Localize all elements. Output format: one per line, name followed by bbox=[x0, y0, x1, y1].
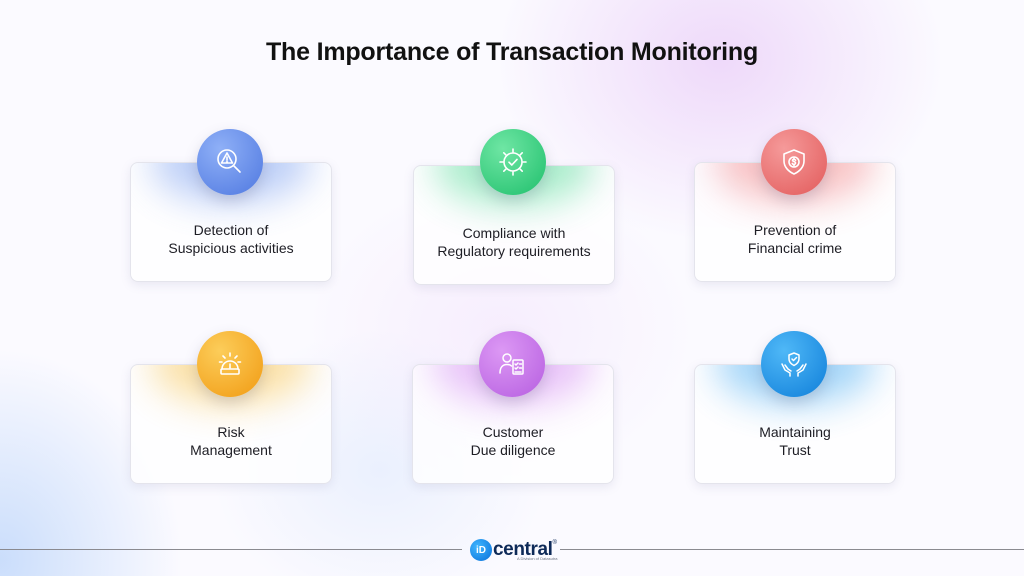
logo-subtitle: A Division of Datasutra bbox=[517, 556, 558, 561]
warning-magnifier-icon bbox=[197, 129, 263, 195]
card-title-line2: Suspicious activities bbox=[168, 240, 294, 256]
card-trust: Maintaining Trust bbox=[694, 364, 896, 484]
hands-shield-icon bbox=[761, 331, 827, 397]
card-title-line1: Customer bbox=[482, 424, 544, 440]
card-title-line2: Trust bbox=[779, 442, 811, 458]
card-title-line2: Financial crime bbox=[747, 240, 843, 256]
page-title: The Importance of Transaction Monitoring bbox=[265, 38, 759, 66]
gear-check-icon bbox=[480, 129, 546, 195]
idcentral-logo: iD central ® bbox=[470, 536, 557, 564]
risk-alert-icon bbox=[197, 331, 263, 397]
card-title-line2: Management bbox=[190, 442, 272, 458]
card-title-line1: Compliance with bbox=[462, 225, 566, 241]
logo-mark: iD bbox=[470, 539, 492, 561]
user-checklist-icon bbox=[479, 331, 545, 397]
shield-dollar-icon bbox=[761, 129, 827, 195]
card-title-line1: Maintaining bbox=[759, 424, 831, 440]
card-title-line2: Due diligence bbox=[470, 442, 556, 458]
footer-divider-right bbox=[560, 549, 1024, 550]
card-title-line1: Risk bbox=[217, 424, 245, 440]
logo-text: central bbox=[493, 539, 553, 560]
card-title-line1: Prevention of bbox=[753, 222, 837, 238]
card-title-line1: Detection of bbox=[193, 222, 269, 238]
card-compliance: Compliance with Regulatory requirements bbox=[413, 165, 615, 285]
footer-divider-left bbox=[0, 549, 462, 550]
logo-registered-mark: ® bbox=[552, 540, 557, 546]
card-title-line2: Regulatory requirements bbox=[437, 243, 591, 259]
